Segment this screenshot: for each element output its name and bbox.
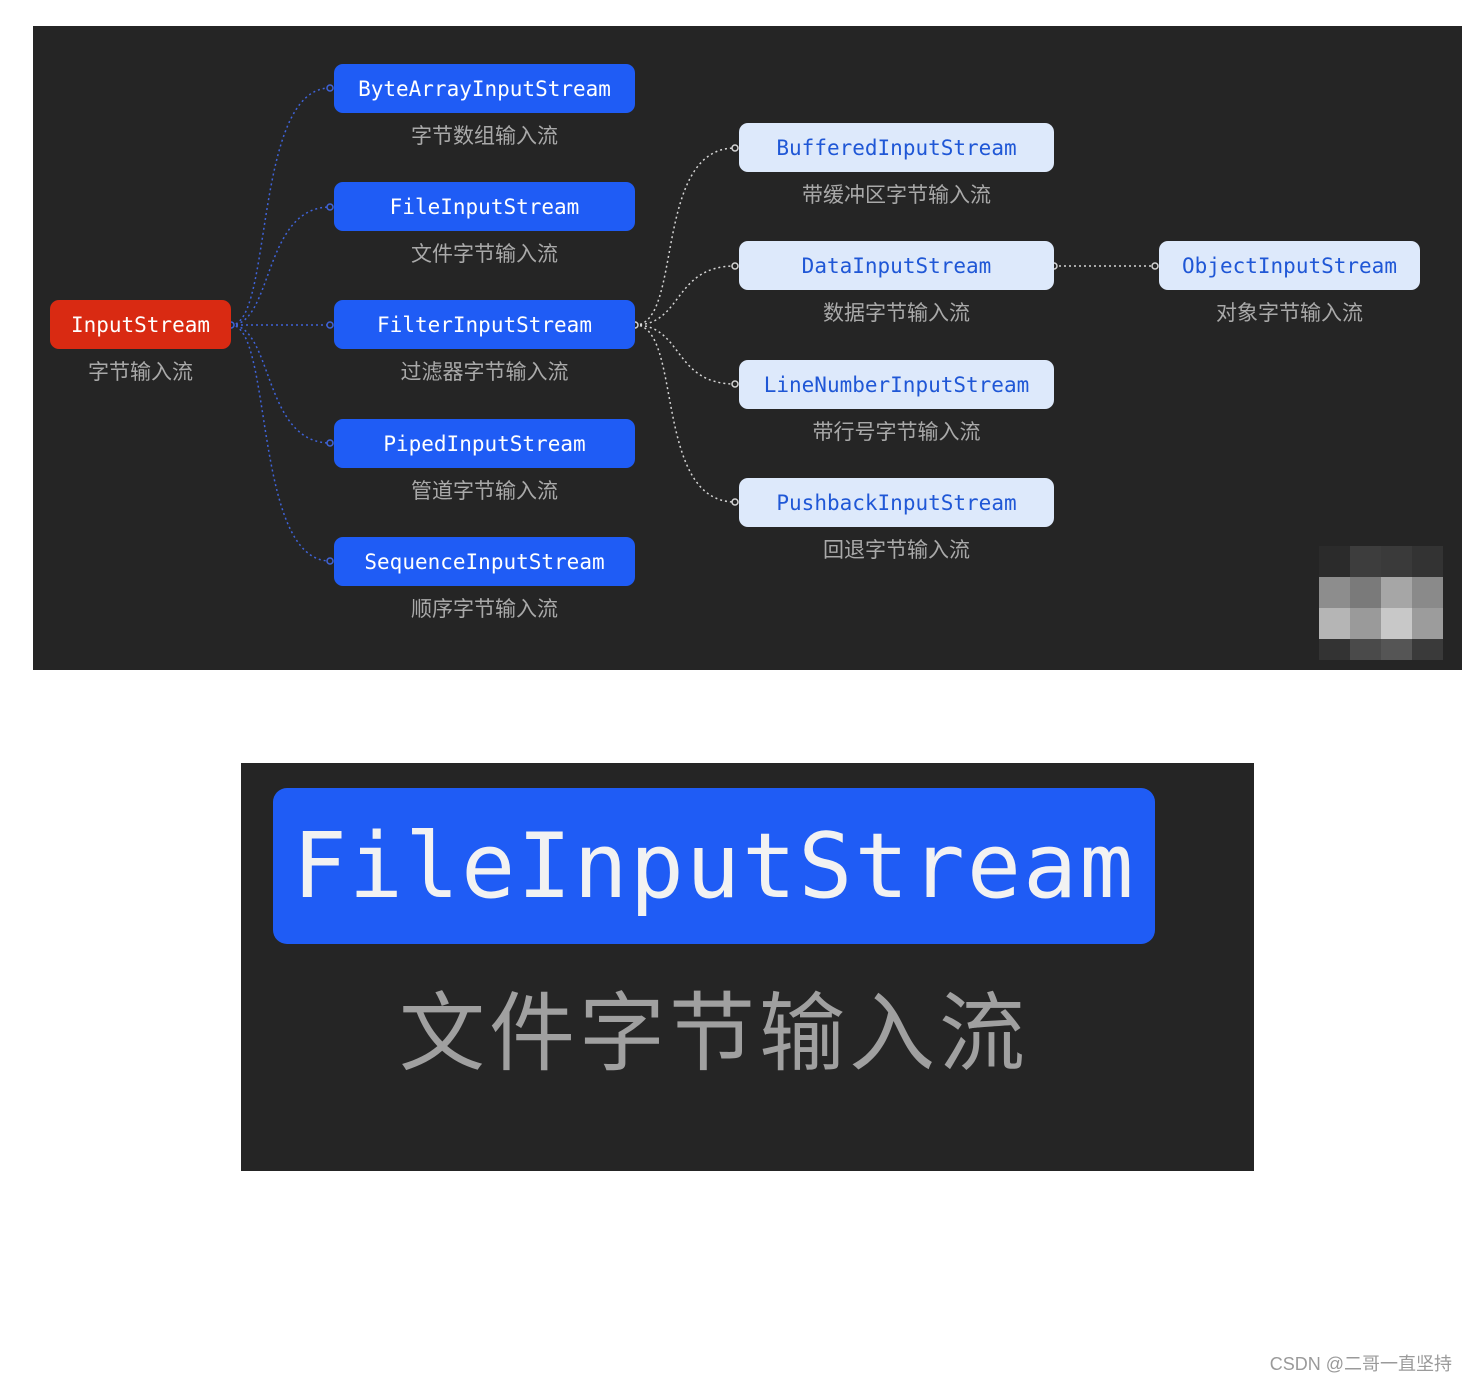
caption-bytearrayinputstream: 字节数组输入流: [334, 120, 635, 150]
caption-pipedinputstream: 管道字节输入流: [334, 475, 635, 505]
node-pipedinputstream: PipedInputStream: [334, 419, 635, 468]
node-bytearrayinputstream: ByteArrayInputStream: [334, 64, 635, 113]
node-inputstream: InputStream: [50, 300, 231, 349]
edge-filter-pushback: [635, 325, 735, 502]
node-filterinputstream: FilterInputStream: [334, 300, 635, 349]
node-sequenceinputstream: SequenceInputStream: [334, 537, 635, 586]
caption-bufferedinputstream: 带缓冲区字节输入流: [739, 179, 1054, 209]
edge-filter-linenumber: [635, 325, 735, 384]
caption-sequenceinputstream: 顺序字节输入流: [334, 593, 635, 623]
node-bufferedinputstream: BufferedInputStream: [739, 123, 1054, 172]
node-pushbackinputstream: PushbackInputStream: [739, 478, 1054, 527]
edge-input-piped: [231, 325, 330, 443]
edge-input-bytearray: [231, 88, 330, 325]
caption-pushbackinputstream: 回退字节输入流: [739, 534, 1054, 564]
caption-fileinputstream: 文件字节输入流: [334, 238, 635, 268]
caption-objectinputstream: 对象字节输入流: [1159, 297, 1420, 327]
caption-filterinputstream: 过滤器字节输入流: [334, 356, 635, 386]
caption-inputstream: 字节输入流: [50, 356, 231, 386]
node-datainputstream: DataInputStream: [739, 241, 1054, 290]
zoom-caption: 文件字节输入流: [273, 963, 1155, 1088]
node-linenumberinputstream: LineNumberInputStream: [739, 360, 1054, 409]
caption-datainputstream: 数据字节输入流: [739, 297, 1054, 327]
edge-input-file: [231, 207, 330, 325]
node-fileinputstream: FileInputStream: [334, 182, 635, 231]
edge-filter-data: [635, 266, 735, 325]
watermark: CSDN @二哥一直坚持: [1270, 1350, 1452, 1376]
edge-input-sequence: [231, 325, 330, 561]
caption-linenumberinputstream: 带行号字节输入流: [739, 416, 1054, 446]
edge-filter-buffered: [635, 148, 735, 325]
zoom-node-fileinputstream: FileInputStream: [273, 788, 1155, 944]
zoom-panel: FileInputStream 文件字节输入流: [241, 763, 1254, 1171]
node-objectinputstream: ObjectInputStream: [1159, 241, 1420, 290]
pixelated-logo: [1319, 546, 1441, 660]
class-hierarchy-diagram: InputStream 字节输入流 ByteArrayInputStream 字…: [33, 26, 1462, 670]
